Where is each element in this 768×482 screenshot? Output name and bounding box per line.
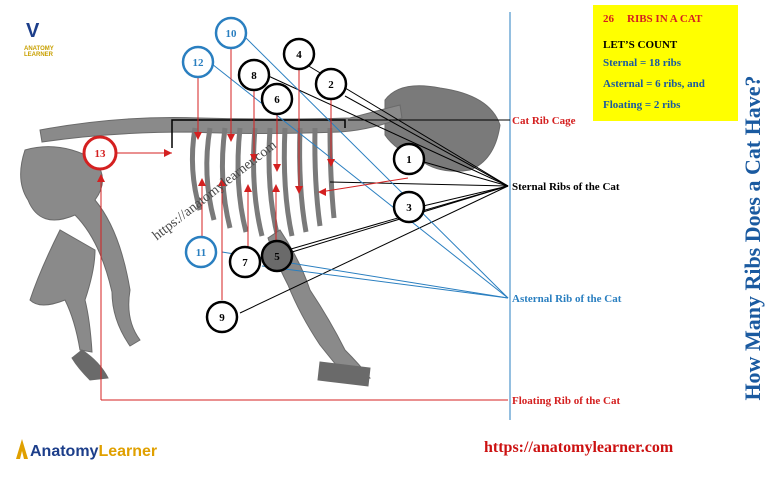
marker-3: 3 bbox=[392, 190, 426, 224]
marker-6: 6 bbox=[260, 82, 294, 116]
vertical-title: How Many Ribs Does a Cat Have? bbox=[740, 8, 766, 468]
info-box: 26 RIBS IN A CAT LET’S COUNT Sternal = 1… bbox=[593, 5, 738, 121]
label-rib-cage: Cat Rib Cage bbox=[512, 115, 576, 127]
marker-1: 1 bbox=[392, 142, 426, 176]
info-floating: Floating = 2 ribs bbox=[603, 99, 681, 111]
marker-7: 7 bbox=[228, 245, 262, 279]
brand-part2: Learner bbox=[98, 443, 158, 460]
marker-2-label: 2 bbox=[328, 79, 334, 91]
marker-9-label: 9 bbox=[219, 312, 225, 324]
site-url[interactable]: https://anatomylearner.com bbox=[484, 439, 674, 456]
marker-4: 4 bbox=[282, 37, 316, 71]
info-asternal: Asternal = 6 ribs, and bbox=[603, 78, 705, 90]
brand-text: AnatomyLearner bbox=[30, 443, 157, 461]
logo-sub: ANATOMY LEARNER bbox=[24, 46, 54, 58]
marker-7-label: 7 bbox=[242, 257, 248, 269]
marker-3-label: 3 bbox=[406, 202, 412, 214]
floating-leaders bbox=[100, 46, 508, 401]
info-heading-num: 26 bbox=[603, 13, 614, 25]
cat-skeleton bbox=[20, 85, 501, 387]
marker-12-label: 12 bbox=[193, 57, 205, 69]
rib-cage-bracket bbox=[171, 119, 346, 148]
marker-1-label: 1 bbox=[406, 154, 412, 166]
marker-8: 8 bbox=[237, 58, 271, 92]
red-arrowheads bbox=[97, 132, 335, 196]
logo-letter: V bbox=[26, 20, 40, 42]
label-asternal: Asternal Rib of the Cat bbox=[512, 293, 622, 305]
logo-mark: V ANATOMY LEARNER bbox=[24, 20, 60, 60]
info-count-title: LET’S COUNT bbox=[603, 39, 678, 51]
marker-8-label: 8 bbox=[251, 70, 257, 82]
ribs bbox=[189, 127, 337, 239]
brand-icon bbox=[16, 439, 28, 459]
markers: 1 2 3 4 5 6 7 8 9 10 11 12 13 bbox=[82, 16, 426, 334]
info-sternal: Sternal = 18 ribs bbox=[603, 57, 682, 69]
label-floating: Floating Rib of the Cat bbox=[512, 395, 621, 407]
marker-5: 5 bbox=[260, 239, 294, 273]
marker-2: 2 bbox=[314, 67, 348, 101]
marker-5-label: 5 bbox=[274, 251, 280, 263]
marker-13: 13 bbox=[82, 135, 118, 171]
vertical-title-text: How Many Ribs Does a Cat Have? bbox=[740, 75, 765, 401]
info-heading: RIBS IN A CAT bbox=[627, 13, 703, 25]
marker-10: 10 bbox=[214, 16, 248, 50]
marker-11: 11 bbox=[184, 235, 218, 269]
label-sternal: Sternal Ribs of the Cat bbox=[512, 181, 620, 193]
marker-4-label: 4 bbox=[296, 49, 302, 61]
marker-12: 12 bbox=[181, 45, 215, 79]
marker-13-label: 13 bbox=[95, 148, 107, 160]
marker-10-label: 10 bbox=[226, 28, 238, 40]
marker-11-label: 11 bbox=[196, 247, 206, 259]
brand-part1: Anatomy bbox=[30, 443, 99, 460]
marker-9: 9 bbox=[205, 300, 239, 334]
marker-6-label: 6 bbox=[274, 94, 280, 106]
